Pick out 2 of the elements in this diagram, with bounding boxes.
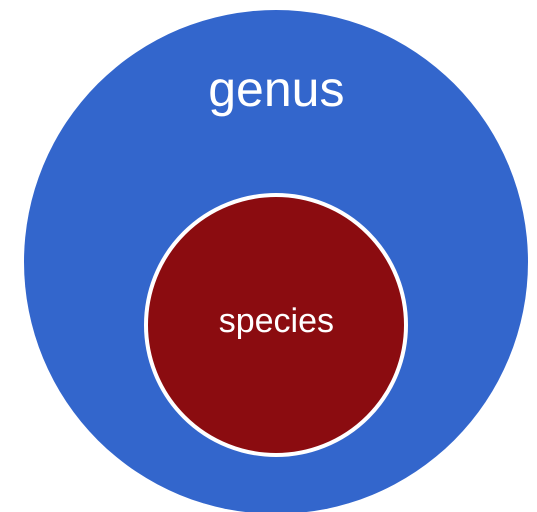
category-label: genus: [208, 60, 345, 118]
category-label: species: [218, 302, 334, 341]
